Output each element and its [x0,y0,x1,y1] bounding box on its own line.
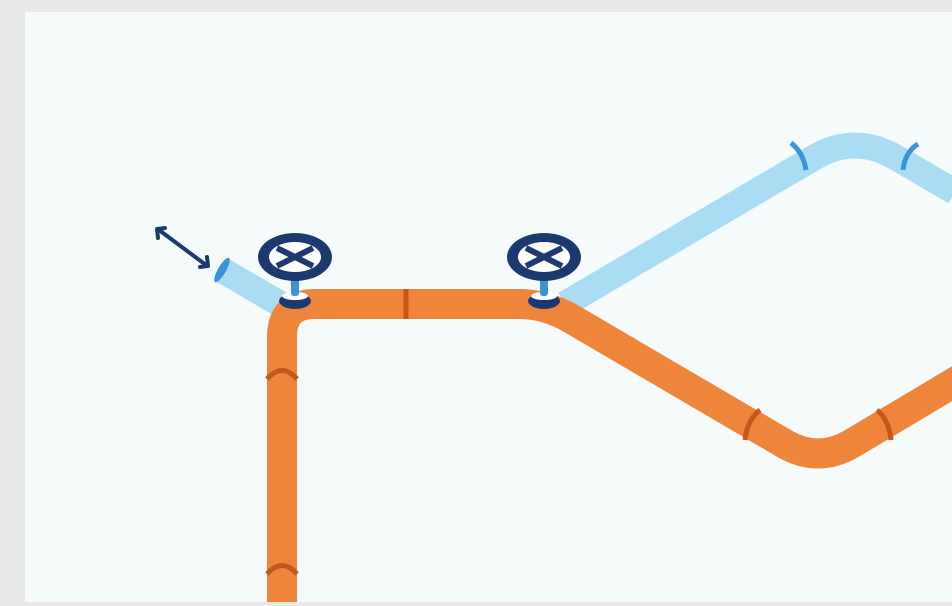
hot-pipe-system [265,289,952,602]
double-arrow-icon[interactable] [155,226,210,269]
cold-pipe-system [214,132,952,320]
hot-pipe-joint [742,408,762,441]
pipe-diagram-canvas [25,12,952,602]
hot-pipe-joint [265,563,299,576]
hot-pipe-main[interactable] [267,289,952,602]
cold-pipe-main[interactable] [558,132,952,316]
hot-pipe-joint [875,408,894,441]
valve-right[interactable] [507,233,581,309]
cold-pipe-joint [789,141,809,171]
cold-pipe-stub-end-cap [214,257,230,283]
hot-pipe-joint [265,368,299,381]
cold-pipe-stub[interactable] [215,258,294,320]
pipe-diagram [155,132,952,602]
cold-pipe-joint [900,141,920,171]
valve-left[interactable] [258,233,332,309]
valve-wheel-icon[interactable] [258,233,332,281]
valve-wheel-icon[interactable] [507,233,581,281]
